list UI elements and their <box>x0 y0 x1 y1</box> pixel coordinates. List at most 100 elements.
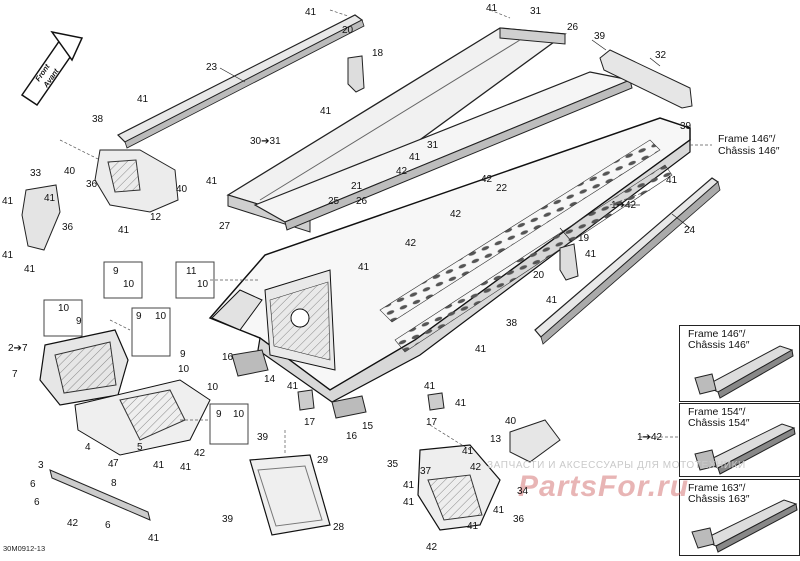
callout-41: 41 <box>24 264 36 275</box>
callout-33: 33 <box>30 168 42 179</box>
callout-41: 41 <box>44 193 56 204</box>
bracket-17-a <box>297 389 315 411</box>
hardware-box-9-10-lower <box>209 403 249 445</box>
callout-36: 36 <box>62 222 74 233</box>
callout-41: 41 <box>206 176 218 187</box>
callout-41: 41 <box>486 3 498 14</box>
callout-18: 18 <box>372 48 384 59</box>
bracket-18 <box>347 55 365 93</box>
callout-22: 22 <box>496 183 508 194</box>
callout-1-42: 1➔42 <box>611 200 637 211</box>
callout-36: 36 <box>86 179 98 190</box>
callout-16: 16 <box>346 431 358 442</box>
hardware-box-9-10 <box>103 261 143 299</box>
callout-12: 12 <box>150 212 162 223</box>
callout-39: 39 <box>680 121 692 132</box>
runner-8 <box>49 469 151 521</box>
watermark-text: ЗАПЧАСТИ И АКСЕССУАРЫ ДЛЯ МОТОТЕХНИКИ <box>487 460 746 471</box>
side-rail-24 <box>534 177 721 345</box>
watermark-logo: PartsFor.ru <box>518 470 690 503</box>
callout-10: 10 <box>155 311 167 322</box>
callout-10: 10 <box>233 409 245 420</box>
callout-40: 40 <box>176 184 188 195</box>
callout-3: 3 <box>38 460 44 471</box>
callout-42: 42 <box>405 238 417 249</box>
callout-10: 10 <box>207 382 219 393</box>
heat-exchanger-28 <box>249 454 331 536</box>
inset-154-drawing <box>694 423 796 475</box>
callout-8: 8 <box>111 478 117 489</box>
callout-41: 41 <box>148 533 160 544</box>
rear-bracket-13 <box>509 419 561 463</box>
callout-41: 41 <box>493 505 505 516</box>
callout-42: 42 <box>194 448 206 459</box>
callout-16: 16 <box>222 352 234 363</box>
callout-leaders <box>219 39 691 243</box>
callout-41: 41 <box>320 106 332 117</box>
callout-2-7: 2➔7 <box>8 343 28 354</box>
inset-callout-1-42: 1➔42 <box>637 432 663 443</box>
inset-163-line1: Frame 163″/ <box>688 482 746 494</box>
callout-9: 9 <box>113 266 119 277</box>
inset-frame-154: Frame 154″/ Châssis 154″ <box>679 403 800 477</box>
callout-20: 20 <box>342 25 354 36</box>
callout-42: 42 <box>481 174 493 185</box>
inset-146-line2: Châssis 146″ <box>688 339 750 351</box>
callout-38: 38 <box>92 114 104 125</box>
callout-9: 9 <box>180 349 186 360</box>
callout-39: 39 <box>257 432 269 443</box>
callout-41: 41 <box>287 381 299 392</box>
callout-41: 41 <box>358 262 370 273</box>
callout-41: 41 <box>118 225 130 236</box>
callout-42: 42 <box>470 462 482 473</box>
footrest-15 <box>331 395 367 419</box>
callout-41: 41 <box>2 196 14 207</box>
front-arrow-icon: Front Avant <box>20 30 84 107</box>
callout-32: 32 <box>655 50 667 61</box>
callout-9: 9 <box>76 316 82 327</box>
callout-27: 27 <box>219 221 231 232</box>
callout-37: 37 <box>420 466 432 477</box>
inset-frame-146: Frame 146″/ Châssis 146″ <box>679 325 800 402</box>
lower-front-frame <box>74 379 211 456</box>
support-12-opening <box>107 159 141 193</box>
callout-42: 42 <box>450 209 462 220</box>
callout-42: 42 <box>426 542 438 553</box>
callout-41: 41 <box>455 398 467 409</box>
rear-suspension-mount <box>417 444 501 531</box>
callout-10: 10 <box>123 279 135 290</box>
callout-25: 25 <box>328 196 340 207</box>
callout-39: 39 <box>594 31 606 42</box>
callout-38: 38 <box>506 318 518 329</box>
callout-9: 9 <box>216 409 222 420</box>
callout-10: 10 <box>58 303 70 314</box>
callout-29: 29 <box>317 455 329 466</box>
callout-34: 34 <box>517 486 529 497</box>
callout-41: 41 <box>467 521 479 532</box>
inset-163-drawing <box>691 499 798 553</box>
hardware-box-multi <box>131 307 171 357</box>
callout-24: 24 <box>684 225 696 236</box>
callout-14: 14 <box>264 374 276 385</box>
frame-146-label: Frame 146″/ <box>718 133 776 145</box>
callout-4: 4 <box>108 459 114 470</box>
callout-30-31: 30➔31 <box>250 136 281 147</box>
inset-frame-163: Frame 163″/ Châssis 163″ <box>679 479 800 556</box>
inset-154-line2: Châssis 154″ <box>688 417 750 429</box>
callout-19: 19 <box>578 233 590 244</box>
callout-41: 41 <box>2 250 14 261</box>
callout-6: 6 <box>34 497 40 508</box>
callout-10: 10 <box>178 364 190 375</box>
callout-17: 17 <box>304 417 316 428</box>
callout-41: 41 <box>305 7 317 18</box>
callout-41: 41 <box>424 381 436 392</box>
callout-26: 26 <box>567 22 579 33</box>
callout-41: 41 <box>409 152 421 163</box>
callout-10: 10 <box>197 279 209 290</box>
callout-41: 41 <box>403 497 415 508</box>
callout-31: 31 <box>427 140 439 151</box>
callout-35: 35 <box>387 459 399 470</box>
callout-4: 4 <box>85 442 91 453</box>
